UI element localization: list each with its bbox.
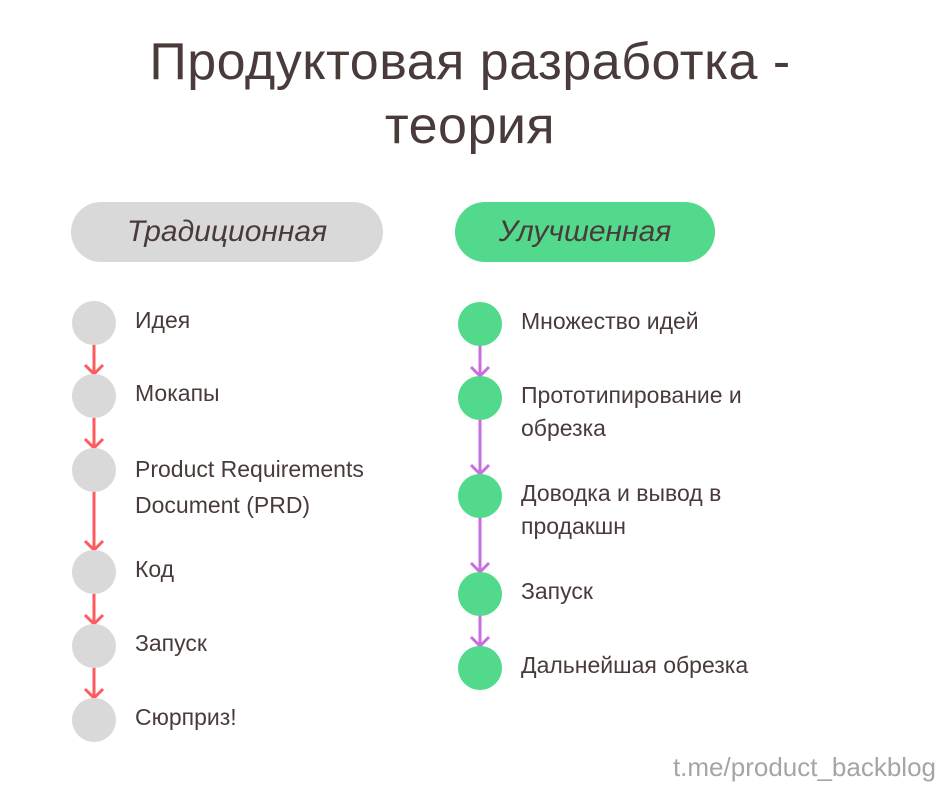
step-circle-icon <box>458 474 502 518</box>
page-title: Продуктовая разработка - теория <box>0 30 940 158</box>
channel-link[interactable]: t.me/product_backblog <box>672 752 936 782</box>
improved-step-3: Доводка и вывод в продакшн <box>521 480 722 539</box>
traditional-step-5: Запуск <box>135 630 207 656</box>
step-circle-icon <box>458 572 502 616</box>
traditional-step-6: Сюрприз! <box>135 704 237 730</box>
step-circle-icon <box>458 302 502 346</box>
improved-header-pill: Улучшенная <box>455 202 715 262</box>
traditional-step-4: Код <box>135 556 175 582</box>
step-circle-icon <box>72 550 116 594</box>
improved-step-2: Прототипирование и обрезка <box>521 382 742 441</box>
improved-header-label: Улучшенная <box>498 215 672 248</box>
traditional-header-pill: Традиционная <box>71 202 383 262</box>
step-circle-icon <box>72 698 116 742</box>
title-line-1: Продуктовая разработка - <box>149 33 791 91</box>
traditional-step-1: Идея <box>135 307 191 333</box>
step-circle-icon <box>458 376 502 420</box>
step-circle-icon <box>72 374 116 418</box>
step-circle-icon <box>72 301 116 345</box>
improved-step-1: Множество идей <box>521 308 699 334</box>
step-circle-icon <box>72 624 116 668</box>
improved-step-5: Дальнейшая обрезка <box>521 652 749 678</box>
traditional-header-label: Традиционная <box>126 215 328 248</box>
traditional-step-2: Мокапы <box>135 380 220 406</box>
step-circle-icon <box>458 646 502 690</box>
traditional-step-3: Product Requirements Document (PRD) <box>135 456 364 518</box>
improved-step-4: Запуск <box>521 578 593 604</box>
step-circle-icon <box>72 448 116 492</box>
title-line-2: теория <box>384 97 556 155</box>
